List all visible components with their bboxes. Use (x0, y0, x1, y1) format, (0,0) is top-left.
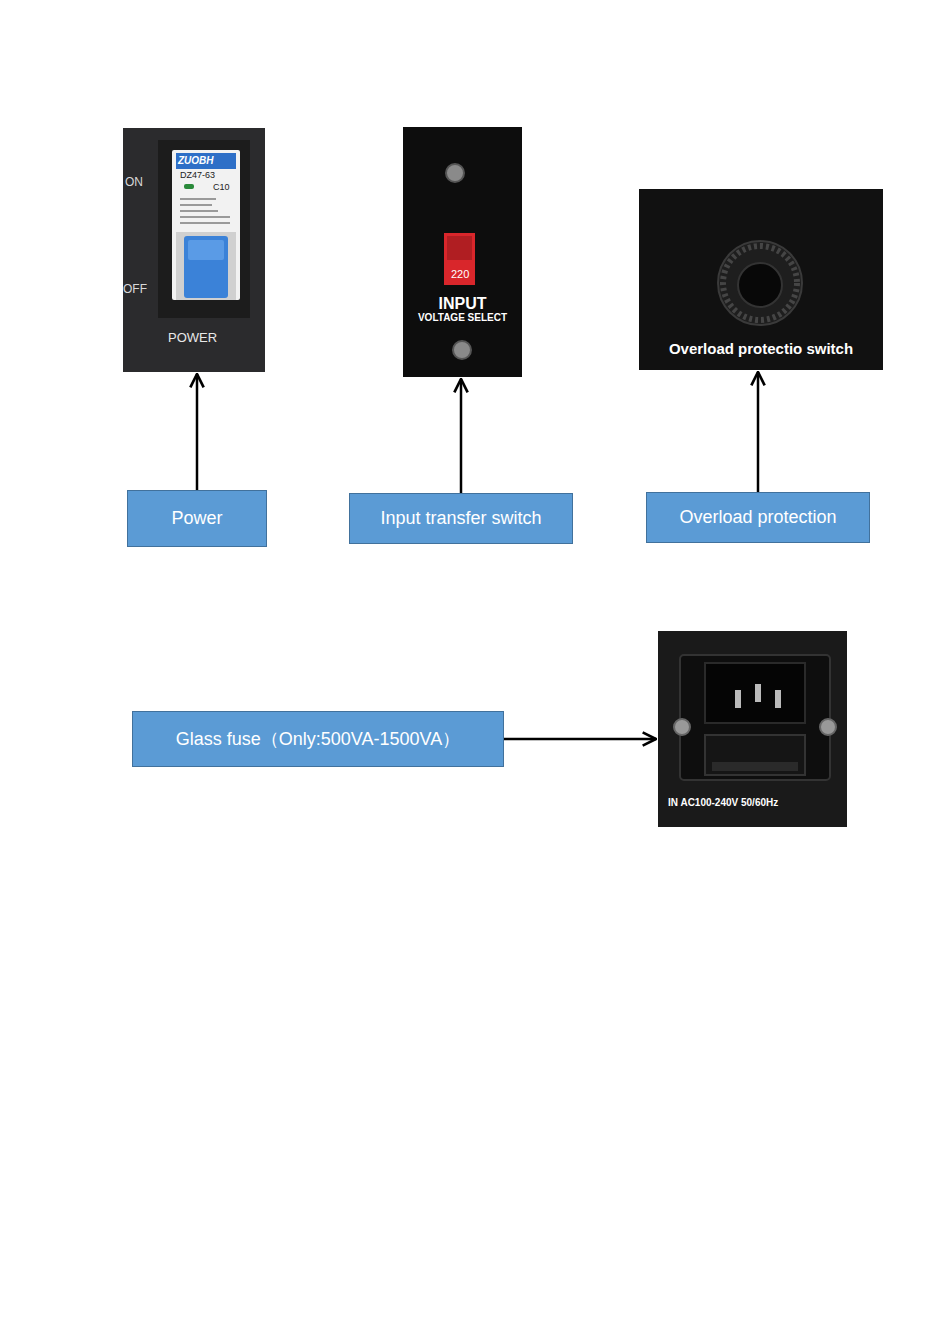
panel-marking: POWER (168, 331, 217, 345)
photo-panel: ON OFF ZUOBH DZ47-63C10POWER (123, 128, 265, 372)
brand-strip (176, 153, 236, 169)
breaker-photo (123, 128, 265, 372)
fine-print (180, 198, 216, 200)
photo-ground (123, 128, 265, 372)
panel-marking: 220 (451, 268, 469, 280)
pointer-arrow (504, 738, 656, 741)
pointer-arrow (757, 372, 760, 492)
pin (735, 690, 741, 708)
pin (775, 690, 781, 708)
inlet-photo (658, 631, 847, 827)
label-box: Input transfer switch (349, 493, 573, 544)
fine-print (180, 204, 212, 206)
toggle-slot (176, 232, 236, 300)
panel-marking: OFF (123, 283, 147, 296)
overload-photo (639, 189, 883, 370)
slide-switch (444, 233, 475, 285)
voltage-switch-photo (403, 127, 522, 377)
photo-panel: IN AC100-240V 50/60Hz (658, 631, 847, 827)
box-label: Overload protection (679, 507, 836, 528)
panel-marking: C10 (213, 183, 230, 193)
photo-ground (639, 189, 883, 370)
photo-panel: Overload protectio switch (639, 189, 883, 370)
socket-opening (705, 663, 805, 723)
toggle-lever (184, 236, 228, 298)
screw (674, 719, 690, 735)
pointer-arrow (460, 379, 463, 493)
photo-ground (403, 127, 522, 377)
knob-ring (718, 241, 802, 325)
toggle-highlight (188, 240, 224, 260)
fine-print (180, 210, 218, 212)
breaker-recess (158, 140, 250, 318)
label-box: Power (127, 490, 267, 547)
panel-marking: ON (125, 176, 143, 189)
fine-print (180, 222, 230, 224)
knob-ridges (723, 246, 797, 320)
knob-button (738, 263, 782, 307)
screw (453, 341, 471, 359)
slide-knob (447, 236, 472, 260)
screw (820, 719, 836, 735)
box-label: Input transfer switch (380, 508, 541, 529)
panel-marking: ZUOBH (178, 155, 214, 166)
panel-marking: INPUT (403, 295, 522, 313)
fuse-drawer (705, 735, 805, 775)
fine-print (180, 216, 230, 218)
pointer-arrow (196, 374, 199, 490)
photo-panel: 220INPUTVOLTAGE SELECT (403, 127, 522, 377)
label-box: Overload protection (646, 492, 870, 543)
panel-marking: VOLTAGE SELECT (403, 312, 522, 323)
label-box: Glass fuse（Only:500VA-1500VA） (132, 711, 504, 767)
panel-marking: IN AC100-240V 50/60Hz (668, 797, 778, 808)
indicator-light (184, 184, 194, 189)
photo-ground (658, 631, 847, 827)
inlet-plate (680, 655, 830, 780)
box-label: Power (171, 508, 222, 529)
drawer-label (712, 762, 798, 771)
pin (755, 684, 761, 702)
panel-marking: Overload protectio switch (639, 341, 883, 358)
breaker-body (172, 150, 240, 300)
screw (446, 164, 464, 182)
box-label: Glass fuse（Only:500VA-1500VA） (176, 727, 460, 751)
panel-marking: DZ47-63 (180, 171, 215, 181)
